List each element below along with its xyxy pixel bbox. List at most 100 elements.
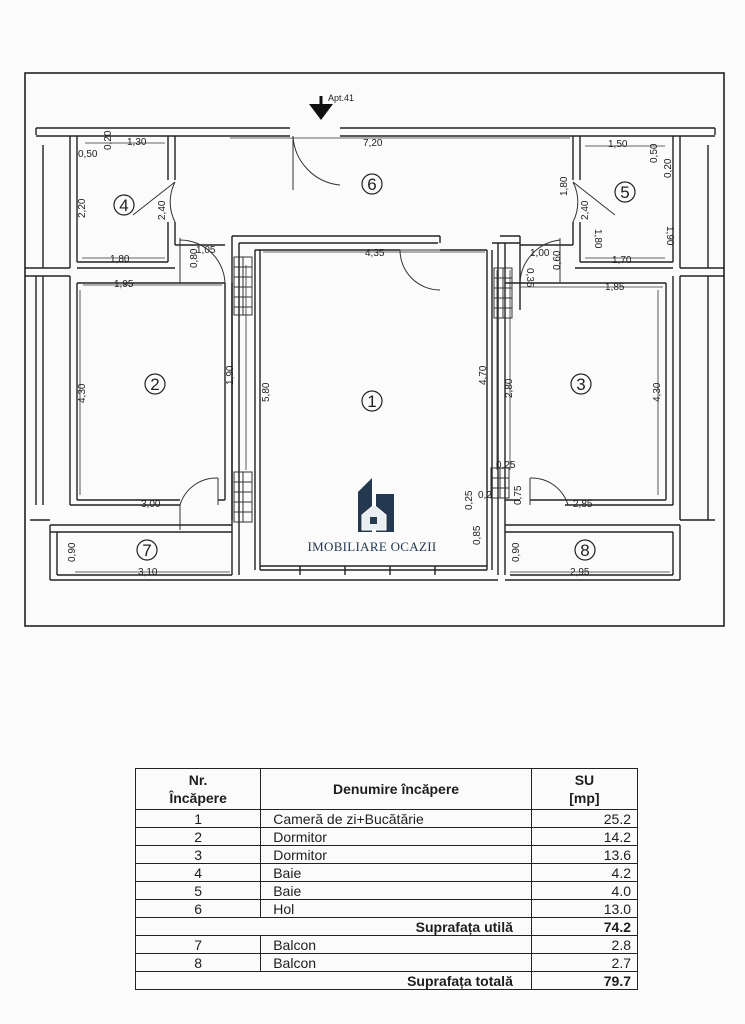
- room-area: 2.8: [530, 935, 639, 954]
- doors: [132, 135, 616, 530]
- dim-label: 1,80: [559, 176, 570, 196]
- dim-label: 0,50: [649, 143, 660, 163]
- door-balcony7: [179, 477, 219, 530]
- plan-frame: [24, 72, 725, 627]
- entrance-arrow-icon: [309, 96, 333, 120]
- dim-label: 1,90: [664, 226, 675, 246]
- dim-label: 4,70: [478, 365, 489, 385]
- table-row: 6 Hol 13.0: [134, 899, 639, 918]
- outer-wall-right: [680, 128, 724, 277]
- total-area-label: Suprafața totală: [135, 971, 532, 990]
- dim-label: 1,95: [114, 279, 134, 290]
- room-number-8: 8: [580, 541, 589, 560]
- dim-label: 0,20: [663, 158, 674, 178]
- entrance-door: [292, 135, 341, 190]
- room-number-1: 1: [367, 392, 376, 411]
- logo-text: IMOBILIARE OCAZII: [308, 539, 437, 554]
- dim-label: 4,35: [365, 248, 385, 259]
- dim-label: 0,25: [496, 460, 516, 471]
- window-strips: [260, 565, 487, 575]
- useful-area-row: Suprafața utilă 74.2: [135, 917, 639, 936]
- dim-label: 7,20: [363, 138, 383, 149]
- dim-label: 0,90: [67, 542, 78, 562]
- area-table: Nr. Încăpere Denumire încăpere SU [mp] 1…: [134, 768, 639, 990]
- room-name: Balcon: [260, 953, 532, 972]
- dim-label: 1,30: [127, 137, 147, 148]
- dim-label: 1,50: [608, 139, 628, 150]
- dimension-labels-vertical: 0,20 0,50 0,20 2,20 2,40 1,80 2,40 1,90 …: [67, 130, 675, 562]
- room-number-7: 7: [142, 541, 151, 560]
- dim-label: 2,40: [580, 200, 591, 220]
- left-side-walls: [35, 276, 44, 505]
- table-row: 4 Baie 4.2: [134, 863, 639, 882]
- room-area: 13.0: [530, 899, 639, 918]
- room-name: Cameră de zi+Bucătărie: [260, 809, 532, 828]
- dim-label: 2,85: [573, 499, 593, 510]
- room-area: 25.2: [530, 809, 639, 828]
- table-row: 2 Dormitor 14.2: [134, 827, 639, 846]
- room-number-4: 4: [119, 196, 128, 215]
- dim-label: 0,90: [511, 542, 522, 562]
- table-row: 8 Balcon 2.7: [134, 953, 639, 972]
- room-area: 4.2: [530, 863, 639, 882]
- door-room2: [179, 238, 226, 284]
- header-room-number: Nr. Încăpere: [134, 768, 262, 810]
- dim-label: 3,10: [138, 567, 158, 578]
- outer-wall-left: [25, 128, 70, 277]
- dim-label: 1,70: [612, 255, 632, 266]
- dim-label: 2,40: [157, 200, 168, 220]
- dim-label: 0,20: [103, 130, 114, 150]
- dim-label: 1,90: [225, 365, 236, 385]
- room-number-2: 2: [150, 375, 159, 394]
- room-nr: 5: [134, 881, 262, 900]
- header-room-name: Denumire încăpere: [260, 768, 532, 810]
- room-name: Dormitor: [260, 827, 532, 846]
- dim-label: 0,25: [464, 490, 475, 510]
- dim-label: 2,80: [504, 378, 515, 398]
- useful-area-value: 74.2: [530, 917, 639, 936]
- table-row: 7 Balcon 2.8: [134, 935, 639, 954]
- dim-label: 5,80: [261, 382, 272, 402]
- bath-right-walls: [520, 136, 681, 269]
- dimension-labels: 1,30 0,50 7,20 1,50 1,80 1,05 4,35 1,00 …: [78, 137, 632, 578]
- total-area-value: 79.7: [530, 971, 639, 990]
- room-nr: 6: [134, 899, 262, 918]
- room-name: Baie: [260, 863, 532, 882]
- room-name: Baie: [260, 881, 532, 900]
- balcony7-walls: [49, 524, 498, 581]
- door-room1: [399, 249, 441, 291]
- table-header-row: Nr. Încăpere Denumire încăpere SU [mp]: [134, 768, 639, 810]
- dim-label: 1,00: [530, 248, 550, 259]
- watermark-logo: IMOBILIARE OCAZII: [308, 478, 437, 554]
- dim-label: 0,35: [524, 268, 535, 288]
- room2-walls: [69, 276, 233, 520]
- right-side-walls: [30, 276, 715, 521]
- dim-label: 2,95: [570, 567, 590, 578]
- entrance-label: Apt.41: [328, 93, 354, 103]
- floor-plan: Apt.41 1 2 3 4 5 6 7 8 1,30 0,50 7,20 1,…: [24, 72, 725, 627]
- shaft-hatches: [233, 256, 513, 523]
- dim-label: 0,80: [189, 248, 200, 268]
- dim-label: 0,85: [472, 525, 483, 545]
- room-area: 13.6: [530, 845, 639, 864]
- dim-label: 1,80: [110, 254, 130, 265]
- room1-walls: [231, 235, 521, 575]
- door-bath-left: [132, 181, 176, 223]
- dim-label: 0,2: [478, 490, 492, 501]
- door-room3: [519, 238, 561, 284]
- room-name: Dormitor: [260, 845, 532, 864]
- room-number-5: 5: [620, 183, 629, 202]
- balcony8-walls: [505, 524, 681, 581]
- room-name: Balcon: [260, 935, 532, 954]
- dim-label: 0,60: [552, 250, 563, 270]
- room-nr: 3: [134, 845, 262, 864]
- table-row: 3 Dormitor 13.6: [134, 845, 639, 864]
- room-nr: 7: [134, 935, 262, 954]
- dim-label: 3,00: [141, 499, 161, 510]
- useful-area-label: Suprafața utilă: [135, 917, 532, 936]
- dimension-lines: [75, 137, 670, 573]
- dim-label: 1,05: [196, 245, 216, 256]
- door-bath-right: [572, 181, 616, 223]
- dim-label: 4,30: [652, 382, 663, 402]
- table-row: 1 Cameră de zi+Bucătărie 25.2: [134, 809, 639, 828]
